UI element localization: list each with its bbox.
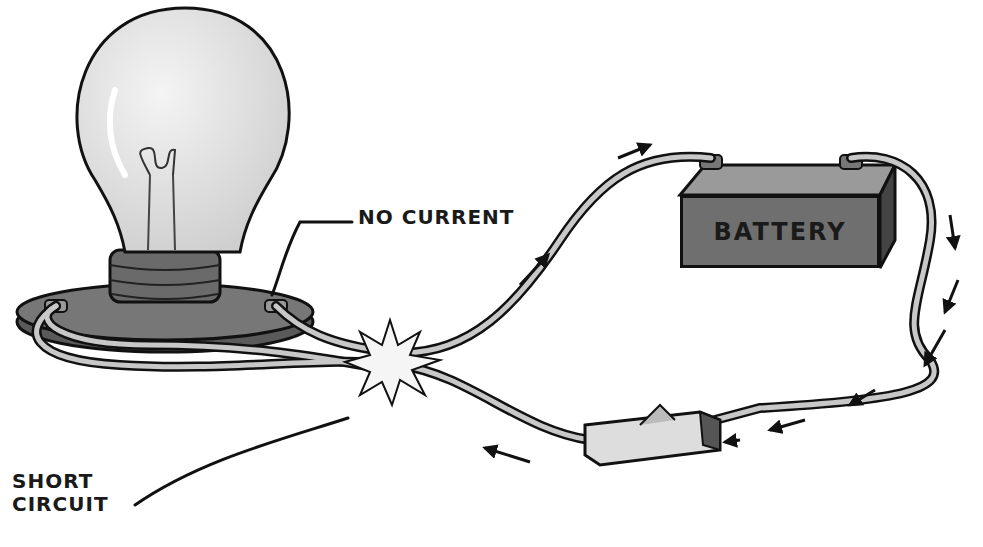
leader-lines [135,222,352,505]
switch [585,405,720,465]
current-arrows [485,145,958,462]
light-bulb [77,8,289,302]
node-label: BATTERY [713,218,846,246]
wire-label: NO CURRENT [358,206,514,229]
battery-body [680,155,895,268]
short-circuit-spark [345,320,440,405]
callout-label: SHORT CIRCUIT [12,470,142,516]
battery-box: BATTERY [680,195,880,268]
wires [37,157,935,440]
